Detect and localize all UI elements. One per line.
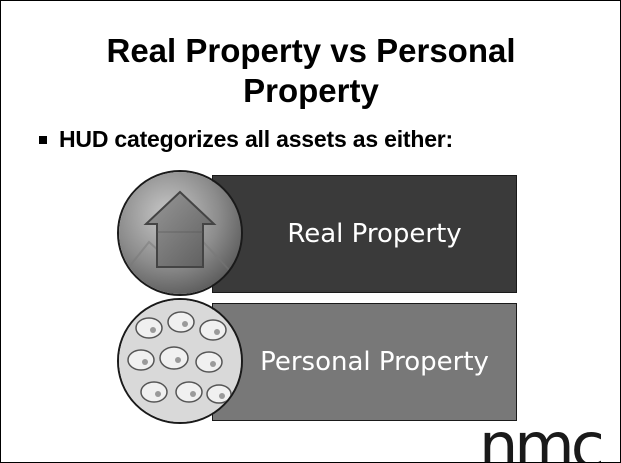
personal-property-label: Personal Property <box>260 347 489 377</box>
bullet-text: HUD categorizes all assets as either: <box>59 126 453 152</box>
piggy-banks-icon <box>117 298 243 424</box>
bullet-square-icon <box>39 135 47 144</box>
personal-property-item: Personal Property <box>117 298 517 424</box>
house-arrow-icon <box>117 170 243 296</box>
bullet-item: HUD categorizes all assets as either: <box>39 126 453 153</box>
slide-title: Real Property vs Personal Property <box>106 32 516 109</box>
nmc-logo: nmc <box>479 409 605 463</box>
real-property-box: Real Property <box>212 175 517 293</box>
real-property-label: Real Property <box>287 219 462 249</box>
real-property-item: Real Property <box>117 170 517 296</box>
personal-property-box: Personal Property <box>212 303 517 421</box>
